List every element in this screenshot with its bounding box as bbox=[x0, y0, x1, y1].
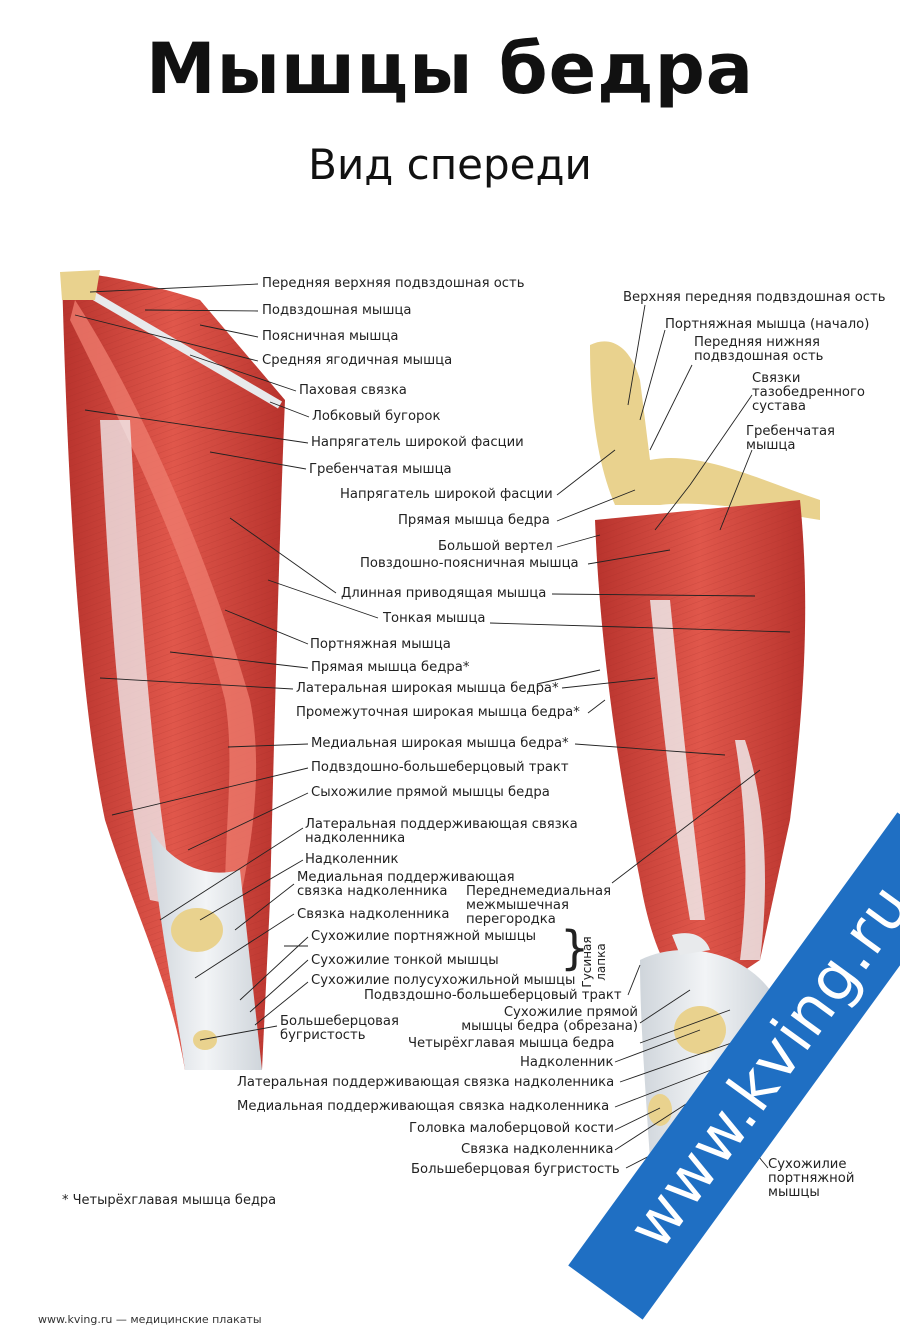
page-subtitle: Вид спереди bbox=[308, 140, 592, 189]
label-asis-right: Верхняя передняя подвздошная ость bbox=[623, 290, 886, 305]
label-hip-ligaments: Связки тазобедренного сустава bbox=[752, 371, 866, 414]
label-rectus-femoris-right: Прямая мышца бедра bbox=[398, 513, 550, 528]
label-tibial-tuberosity-right: Большеберцовая бугристость bbox=[411, 1162, 620, 1177]
right-rectus-cut-shape bbox=[672, 933, 710, 955]
right-pelvis-shape bbox=[590, 341, 820, 520]
label-tfl-right: Напрягатель широкой фасции bbox=[340, 487, 553, 502]
footer-credit: www.kving.ru — медицинские плакаты bbox=[38, 1313, 262, 1326]
label-medial-retinaculum-right: Медиальная поддерживающая связка надколе… bbox=[237, 1099, 610, 1114]
label-asis-left: Передняя верхняя подвздошная ость bbox=[262, 276, 525, 291]
right-leader-lines bbox=[489, 304, 791, 1169]
left-patella-shape bbox=[171, 908, 223, 952]
label-medial-retinaculum-left: Медиальная поддерживающая связка надколе… bbox=[297, 870, 515, 899]
left-inguinal-ligament-shape bbox=[72, 281, 283, 409]
label-quadriceps: Четырёхглавая мышца бедра bbox=[408, 1036, 615, 1051]
label-tfl-left: Напрягатель широкой фасции bbox=[311, 435, 524, 450]
label-it-tract-right: Подвздошно-большеберцовый тракт bbox=[364, 988, 622, 1003]
label-gracilis: Тонкая мышца bbox=[383, 611, 486, 626]
label-iliacus: Подвздошная мышца bbox=[262, 303, 412, 318]
label-pectineus-right: Гребенчатая мышца bbox=[746, 424, 835, 453]
label-pubic-tubercle: Лобковый бугорок bbox=[312, 409, 441, 424]
right-thigh-drawing bbox=[590, 341, 820, 1160]
label-rectus-tendon: Сыхожилие прямой мышцы бедра bbox=[311, 785, 550, 800]
label-tibial-tuberosity-left: Большеберцовая бугристость bbox=[280, 1014, 399, 1043]
label-it-tract-left: Подвздошно-большеберцовый тракт bbox=[311, 760, 569, 775]
goose-foot-word-1: Гусиная bbox=[580, 936, 594, 988]
label-semitendinosus-tendon: Сухожилие полусухожильной мышцы bbox=[311, 973, 576, 988]
right-thigh-fibers bbox=[595, 500, 806, 1000]
left-leader-lines bbox=[74, 283, 379, 1041]
label-sartorius-origin: Портняжная мышца (начало) bbox=[665, 317, 870, 332]
label-sartorius-tendon: Сухожилие портняжной мышцы bbox=[311, 929, 537, 944]
left-sartorius bbox=[70, 300, 257, 900]
label-lateral-retinaculum-right: Латеральная поддерживающая связка надкол… bbox=[237, 1075, 615, 1090]
label-sartorius: Портняжная мышца bbox=[310, 637, 451, 652]
left-fascia-band bbox=[100, 420, 175, 905]
label-lateral-retinaculum-left: Латеральная поддерживающая связка надкол… bbox=[305, 817, 578, 846]
label-vastus-medialis: Медиальная широкая мышца бедра* bbox=[311, 736, 569, 751]
label-intermuscular-septum: Переднемедиальная межмышечная перегородк… bbox=[466, 884, 612, 927]
label-fibula-head: Головка малоберцовой кости bbox=[409, 1121, 614, 1136]
page-title: Мышцы бедра bbox=[145, 28, 755, 110]
label-gluteus-medius: Средняя ягодичная мышца bbox=[262, 353, 453, 368]
left-tibial-tuberosity-shape bbox=[193, 1030, 217, 1050]
label-pectineus-left: Гребенчатая мышца bbox=[309, 462, 452, 477]
label-patellar-ligament-right: Связка надколенника bbox=[461, 1142, 614, 1157]
label-patella-right: Надколенник bbox=[520, 1055, 614, 1070]
goose-foot-word-2: лапка bbox=[594, 943, 608, 981]
label-sartorius-tendon-right: Сухожилие портняжной мышцы bbox=[768, 1157, 855, 1200]
label-vastus-lateralis: Латеральная широкая мышца бедра* bbox=[296, 681, 559, 696]
label-rectus-femoris-left: Прямая мышца бедра* bbox=[311, 660, 470, 675]
label-patella-left: Надколенник bbox=[305, 852, 399, 867]
label-gracilis-tendon: Сухожилие тонкой мышцы bbox=[311, 953, 499, 968]
right-medial-tendon bbox=[735, 740, 765, 960]
label-aiis: Передняя нижняя подвздошная ость bbox=[694, 335, 824, 364]
label-iliopsoas: Повздошно-поясничная мышца bbox=[360, 556, 579, 571]
right-fibula-head-shape bbox=[648, 1094, 672, 1126]
goose-foot-bracket: } bbox=[560, 921, 590, 975]
footnote: * Четырёхглавая мышца бедра bbox=[62, 1193, 277, 1208]
right-septum bbox=[650, 600, 705, 920]
label-rectus-tendon-cut: Сухожилие прямой мышцы бедра (обрезана) bbox=[461, 1005, 638, 1034]
label-psoas: Поясничная мышца bbox=[262, 329, 399, 344]
left-ilium-shape bbox=[60, 270, 100, 300]
label-patellar-ligament-left: Связка надколенника bbox=[297, 907, 450, 922]
label-greater-trochanter: Большой вертел bbox=[438, 539, 553, 554]
label-vastus-intermedius: Промежуточная широкая мышца бедра* bbox=[296, 705, 580, 720]
label-inguinal-ligament: Паховая связка bbox=[299, 383, 407, 398]
label-adductor-longus: Длинная приводящая мышца bbox=[341, 586, 547, 601]
left-thigh-drawing bbox=[60, 270, 285, 1070]
